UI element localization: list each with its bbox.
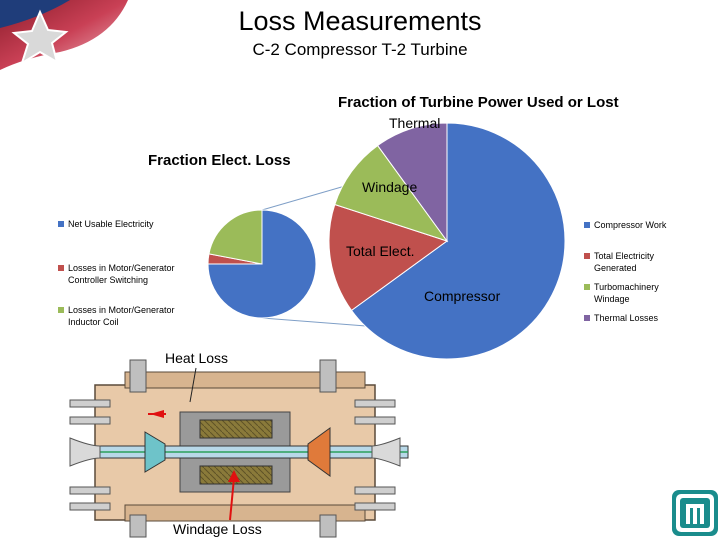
big-pie-slice-1 [328, 203, 449, 312]
connector-line-bottom [261, 317, 367, 327]
legend-swatch [584, 284, 590, 290]
windage-loss-label: Windage Loss [173, 521, 262, 537]
small-pie-title: Fraction Elect. Loss [148, 152, 291, 169]
big-pie-title: Fraction of Turbine Power Used or Lost [338, 94, 619, 111]
legend-swatch [58, 221, 64, 227]
windage-loss-arrow [229, 477, 235, 521]
legend-item-inductor-coil: Losses in Motor/Generator Inductor Coil [58, 304, 198, 328]
big-pie-slice-2 [334, 144, 449, 242]
legend-label: Compressor Work [594, 220, 667, 230]
slice-label-total-elect: Total Elect. [346, 243, 415, 259]
legend-swatch [584, 315, 590, 321]
heat-loss-label: Heat Loss [165, 350, 229, 366]
legend-label: Losses in Motor/Generator Inductor Coil [68, 305, 175, 327]
slice-label-thermal: Thermal [389, 115, 441, 131]
big-pie-slice-0 [350, 122, 566, 360]
slice-label-windage: Windage [362, 179, 418, 195]
big-pie-slice-3 [376, 122, 448, 243]
legend-label: Net Usable Electricity [68, 219, 154, 229]
legend-label: Total Electricity Generated [594, 251, 655, 273]
slice-label-compressor: Compressor [424, 288, 501, 304]
legend-item-controller-switching: Losses in Motor/Generator Controller Swi… [58, 262, 198, 286]
small-pie-slice-2 [208, 209, 263, 265]
legend-label: Turbomachinery Windage [594, 282, 659, 304]
legend-item-thermal-losses: Thermal Losses [584, 312, 714, 324]
legend-label: Thermal Losses [594, 313, 659, 323]
legend-swatch [58, 307, 64, 313]
legend-swatch [584, 253, 590, 259]
heat-loss-pointer [189, 367, 197, 403]
legend-item-total-electricity: Total Electricity Generated [584, 250, 684, 274]
legend-swatch [58, 265, 64, 271]
flag-star-logo-icon [0, 0, 128, 70]
slide-subtitle: C-2 Compressor T-2 Turbine [252, 40, 468, 59]
legend-item-net-usable: Net Usable Electricity [58, 218, 198, 230]
legend-item-compressor-work: Compressor Work [584, 219, 714, 231]
slide-title: Loss Measurements [238, 6, 482, 36]
connector-line-top [261, 185, 346, 211]
legend-label: Losses in Motor/Generator Controller Swi… [68, 263, 175, 285]
legend-swatch [584, 222, 590, 228]
legend-item-windage: Turbomachinery Windage [584, 281, 684, 305]
